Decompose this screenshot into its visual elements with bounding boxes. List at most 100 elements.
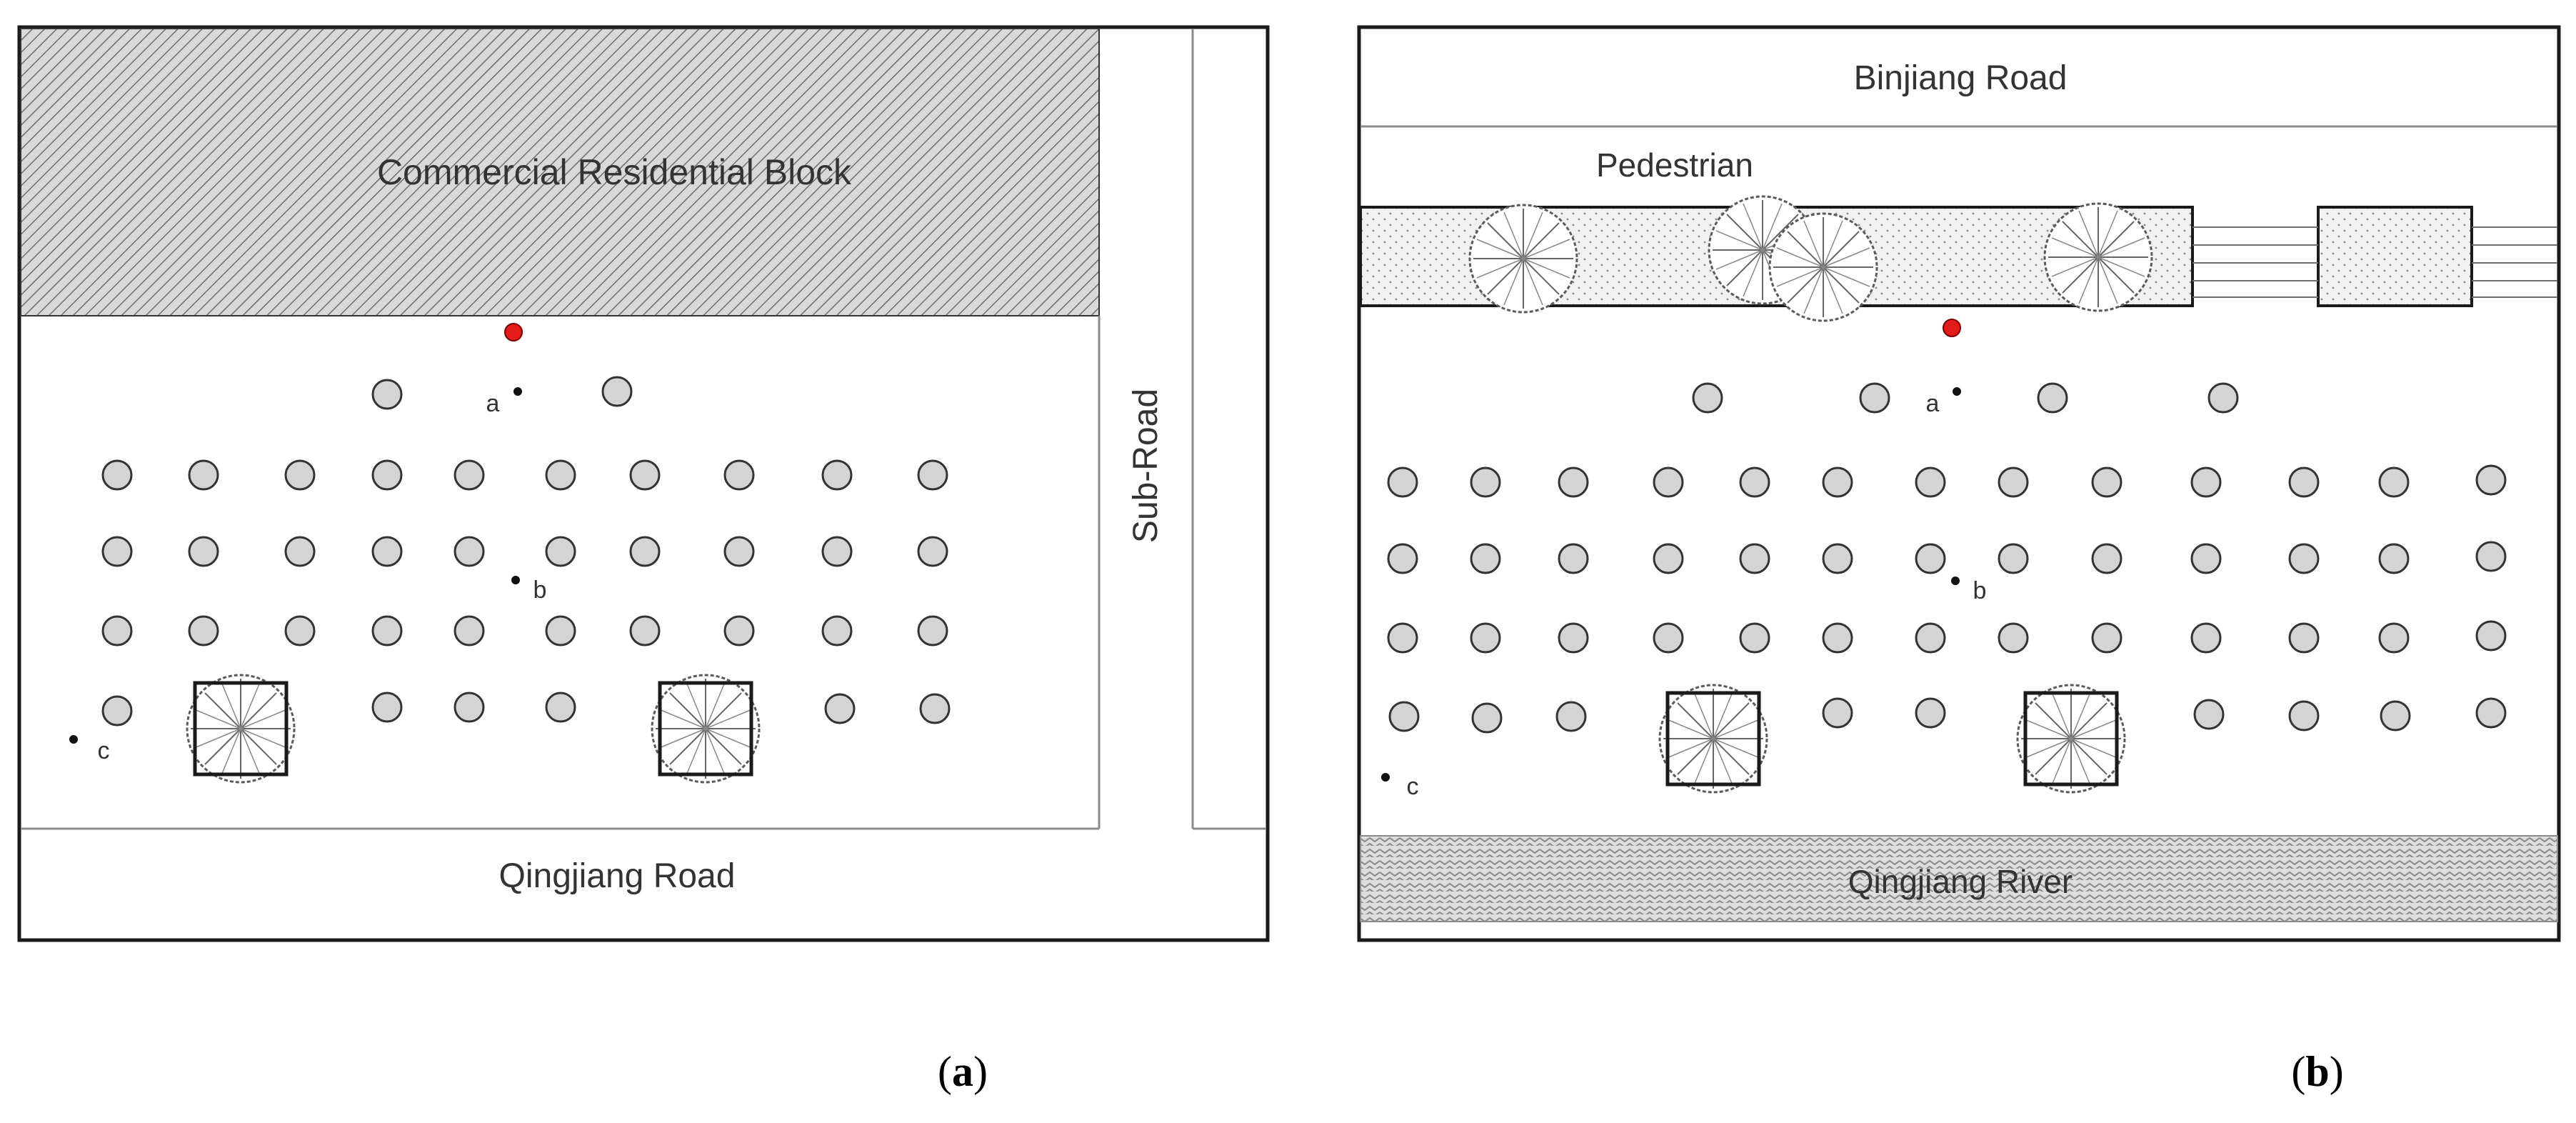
post bbox=[2475, 541, 2507, 572]
post bbox=[1387, 622, 1418, 654]
post bbox=[2193, 699, 2225, 730]
post bbox=[1558, 543, 1589, 574]
post bbox=[601, 376, 633, 407]
post bbox=[821, 459, 853, 491]
post-grid-b bbox=[1387, 382, 2507, 734]
post bbox=[1653, 543, 1684, 574]
post bbox=[1387, 466, 1418, 498]
post bbox=[629, 536, 661, 567]
post bbox=[188, 536, 219, 567]
post bbox=[2475, 697, 2507, 729]
post bbox=[1470, 466, 1501, 498]
post bbox=[2288, 700, 2320, 732]
measuring-point-a-label: a bbox=[486, 390, 500, 417]
post bbox=[1739, 466, 1770, 498]
panel-a-caption: (a) bbox=[938, 1048, 988, 1095]
tree bbox=[1468, 204, 1578, 314]
measuring-point-c-label: c bbox=[98, 737, 110, 764]
panel-a: Commercial Residential Block Sub-Road Qi… bbox=[17, 25, 1270, 1095]
tree-planter bbox=[186, 674, 296, 784]
tree-planter bbox=[2016, 684, 2126, 794]
measuring-point-a-label: a bbox=[1926, 390, 1940, 417]
binjiang-road-label: Binjiang Road bbox=[1854, 59, 2068, 97]
noise-source-marker bbox=[504, 323, 523, 341]
pedestrian-label: Pedestrian bbox=[1596, 146, 1753, 184]
post bbox=[2378, 622, 2410, 654]
stairs bbox=[2192, 226, 2557, 298]
block-label: Commercial Residential Block bbox=[377, 152, 852, 192]
post bbox=[1387, 543, 1418, 574]
post bbox=[284, 615, 316, 647]
post bbox=[821, 536, 853, 567]
tree-planter bbox=[651, 674, 761, 784]
post bbox=[1915, 697, 1946, 729]
measuring-point-c-dot bbox=[1381, 773, 1390, 782]
qingjiang-river bbox=[1360, 835, 2558, 922]
post bbox=[1859, 382, 1890, 414]
post bbox=[101, 536, 133, 567]
post bbox=[2378, 466, 2410, 498]
post bbox=[2475, 464, 2507, 496]
post bbox=[2037, 382, 2068, 414]
post bbox=[821, 615, 853, 647]
post bbox=[1998, 622, 2029, 654]
post bbox=[1822, 697, 1853, 729]
measuring-point-a-dot bbox=[513, 387, 522, 396]
post bbox=[101, 459, 133, 491]
measuring-point-c-label: c bbox=[1407, 773, 1419, 800]
post bbox=[1653, 466, 1684, 498]
tree bbox=[1768, 212, 1878, 322]
post bbox=[2288, 543, 2320, 574]
post bbox=[284, 536, 316, 567]
post bbox=[1558, 622, 1589, 654]
tree-planter bbox=[1658, 684, 1768, 794]
post bbox=[1470, 543, 1501, 574]
post bbox=[2091, 466, 2123, 498]
post bbox=[1388, 701, 1420, 732]
measuring-point-b-label: b bbox=[1973, 577, 1987, 604]
post bbox=[545, 536, 576, 567]
post bbox=[371, 615, 403, 647]
post bbox=[629, 615, 661, 647]
post bbox=[1915, 622, 1946, 654]
post bbox=[188, 615, 219, 647]
post bbox=[371, 379, 403, 410]
post bbox=[284, 459, 316, 491]
panel-b-caption: (b) bbox=[2291, 1048, 2343, 1095]
post bbox=[1558, 466, 1589, 498]
post bbox=[1471, 702, 1503, 734]
post bbox=[723, 459, 755, 491]
post bbox=[1692, 382, 1723, 414]
post bbox=[1998, 466, 2029, 498]
post bbox=[629, 459, 661, 491]
post bbox=[2207, 382, 2239, 414]
post bbox=[453, 615, 485, 647]
measuring-point-a-dot bbox=[1953, 387, 1961, 396]
post bbox=[371, 459, 403, 491]
measuring-point-c-dot bbox=[69, 735, 78, 744]
post bbox=[2288, 466, 2320, 498]
post bbox=[2190, 622, 2222, 654]
post bbox=[919, 693, 951, 724]
post bbox=[453, 692, 485, 723]
post bbox=[824, 693, 856, 724]
qingjiang-river-label: Qingjiang River bbox=[1848, 863, 2073, 900]
post bbox=[917, 615, 948, 647]
post bbox=[1822, 622, 1853, 654]
post bbox=[1470, 622, 1501, 654]
post bbox=[101, 615, 133, 647]
post-grid-a bbox=[101, 376, 951, 727]
post bbox=[371, 692, 403, 723]
post bbox=[545, 459, 576, 491]
post bbox=[917, 459, 948, 491]
post bbox=[101, 695, 133, 727]
tree bbox=[2043, 202, 2153, 312]
post bbox=[545, 615, 576, 647]
post bbox=[371, 536, 403, 567]
post bbox=[545, 692, 576, 723]
post bbox=[1822, 466, 1853, 498]
pedestrian-walkway-segment bbox=[2317, 206, 2473, 307]
measuring-point-b-dot bbox=[511, 576, 520, 584]
measuring-point-b-dot bbox=[1951, 577, 1960, 585]
